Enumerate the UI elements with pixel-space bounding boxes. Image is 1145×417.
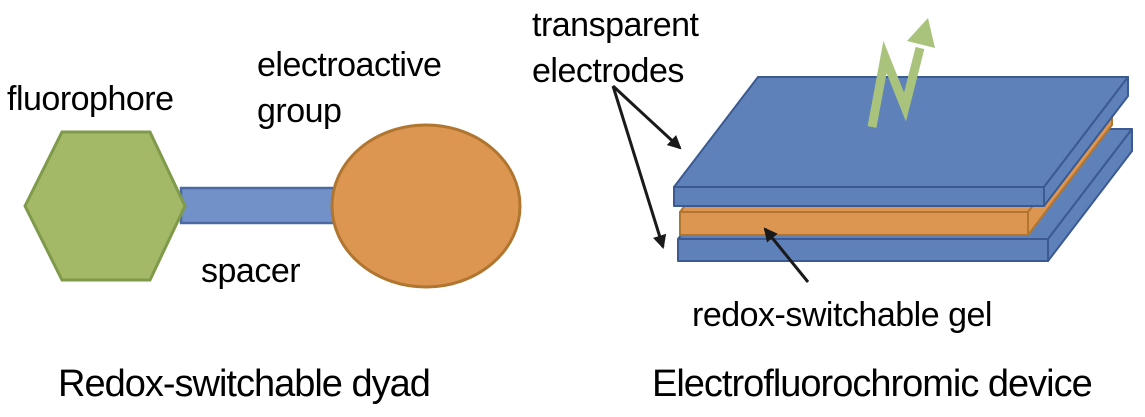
fluorophore-label: fluorophore [7, 80, 174, 118]
top-electrode-slab [673, 76, 1129, 207]
emission-arrow-icon [867, 18, 935, 128]
spacer-bar [179, 186, 346, 225]
fluorophore-hexagon [23, 130, 187, 282]
dyad-caption: Redox-switchable dyad [58, 363, 431, 405]
device-caption: Electrofluorochromic device [652, 363, 1093, 405]
electrode-pointer-arrow-bottom [611, 85, 667, 249]
electroactive-ellipse [330, 123, 522, 289]
electroactive-group-label: electroactive group [257, 46, 442, 130]
spacer-label: spacer [201, 252, 301, 290]
gel-pointer-arrow [763, 227, 810, 283]
electrode-pointer-arrow-top [611, 84, 682, 150]
redox-switchable-gel-label: redox-switchable gel [692, 296, 992, 334]
transparent-electrodes-label: transparent electrodes [532, 6, 699, 90]
dyad-molecule [23, 123, 522, 289]
